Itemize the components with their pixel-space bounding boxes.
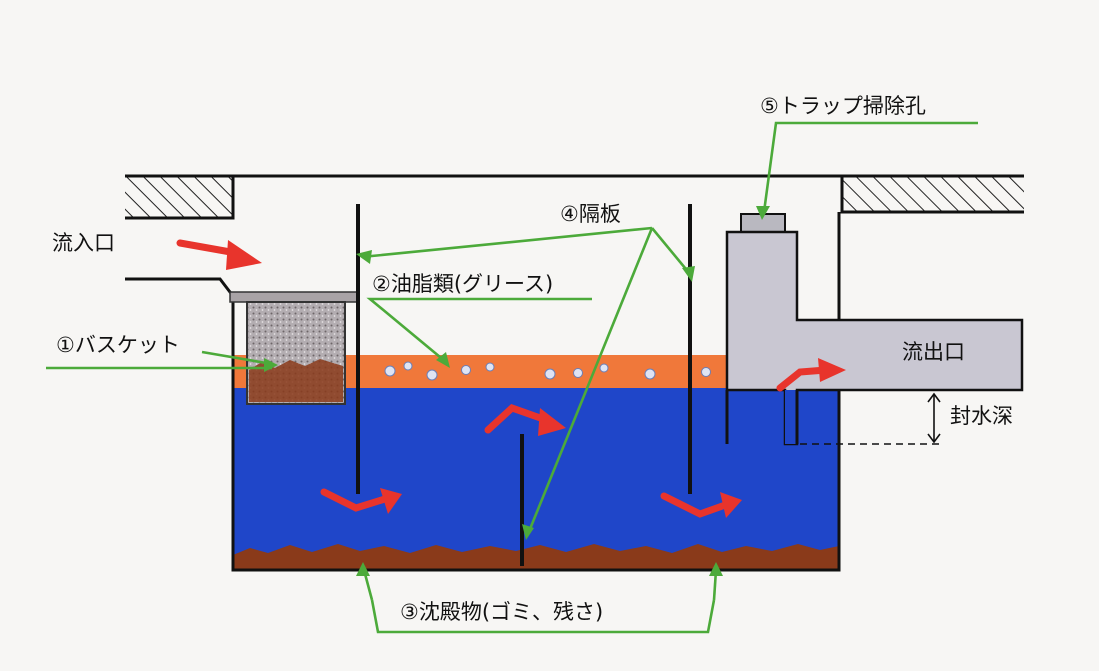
grease-label: ②油脂類(グリース) xyxy=(372,272,554,296)
sediment-bracket xyxy=(370,599,716,634)
grease-droplets xyxy=(384,361,711,381)
inlet-label: 流入口 xyxy=(52,231,115,255)
leader-arrowheads xyxy=(264,206,770,576)
leader-lines xyxy=(46,121,978,601)
baffle-label: ④隔板 xyxy=(560,202,621,226)
basket-debris xyxy=(249,359,343,402)
basket-label: ①バスケット xyxy=(56,333,180,357)
ground-hatch-right xyxy=(842,176,1024,212)
trap-cleanout-label: ⑤トラップ掃除孔 xyxy=(760,94,926,118)
seal-depth-marker xyxy=(800,392,941,445)
sediment-layer xyxy=(233,544,839,570)
basket-rim xyxy=(229,291,359,303)
outlet-label: 流出口 xyxy=(902,340,965,364)
seal-depth-label: 封水深 xyxy=(950,404,1013,428)
sediment-label: ③沈殿物(ゴミ、残さ) xyxy=(400,600,604,624)
flow-arrows xyxy=(176,239,830,518)
ground-hatch-left xyxy=(125,176,233,218)
outlet-water xyxy=(795,388,839,444)
inlet-pipe xyxy=(125,277,235,297)
flow-arrowheads xyxy=(226,240,846,518)
ground-outline xyxy=(125,174,1024,220)
